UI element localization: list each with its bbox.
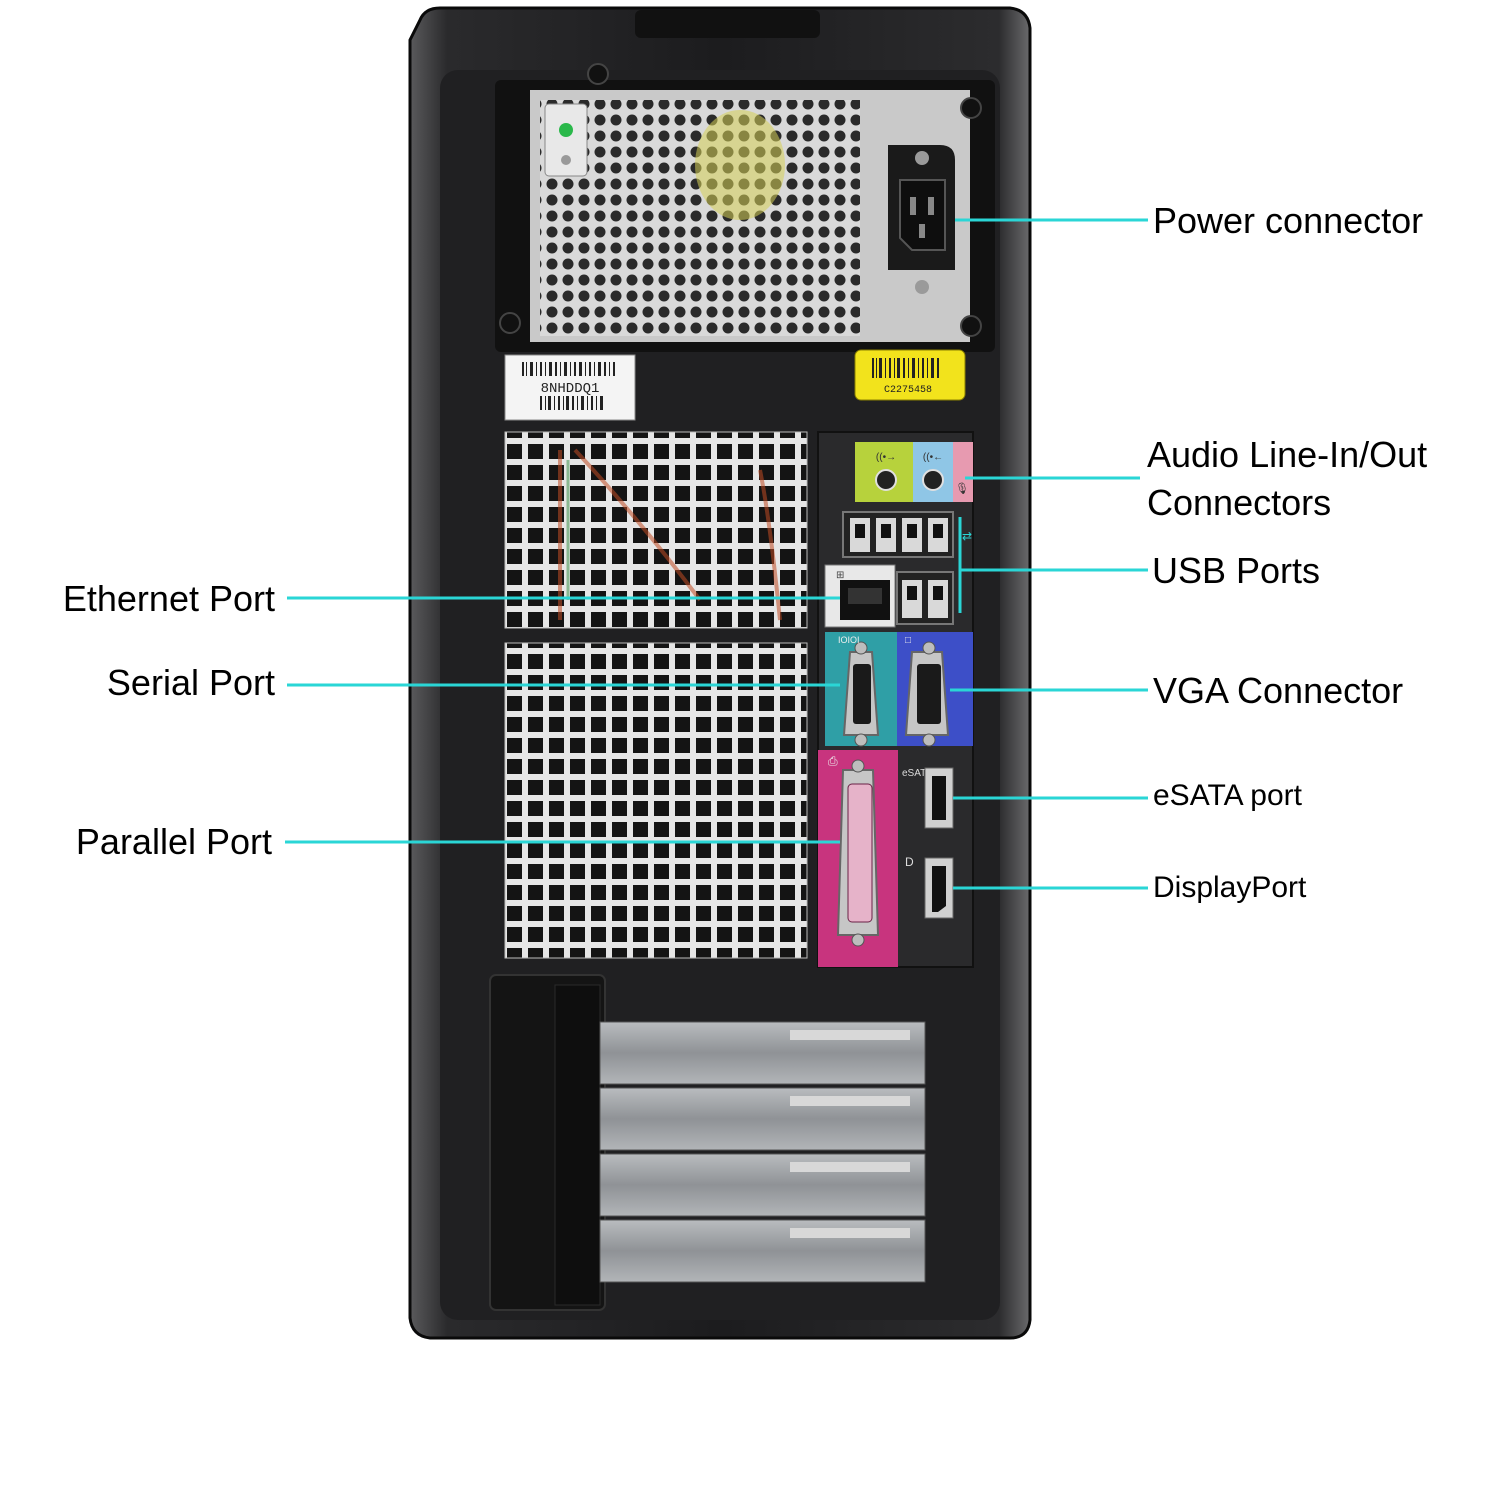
line-in-jack: [922, 469, 944, 491]
label-usb-ports: USB Ports: [1152, 550, 1321, 591]
line-in-icon: ((•←: [923, 452, 943, 463]
psu-screw-bottom: [915, 280, 929, 294]
expansion-slots: [489, 974, 926, 1311]
service-tag-sticker: 8NHDDQ1: [504, 354, 636, 421]
psu-screw-top: [915, 151, 929, 165]
line-out-icon: ((•→: [876, 452, 896, 463]
screw-icon: [499, 312, 521, 334]
screw-icon: [587, 63, 609, 85]
io-panel: ((•→ ((•← 🎙 ⇄ ⊞: [817, 431, 974, 968]
monitor-icon: □: [905, 635, 911, 646]
label-displayport: DisplayPort: [1153, 871, 1307, 904]
ventilation-grill: [504, 431, 808, 959]
printer-icon: ⎙: [828, 754, 838, 768]
label-esata-port: eSATA port: [1153, 779, 1302, 812]
asset-tag-sticker: C2275458: [854, 349, 966, 401]
line-out-jack: [875, 469, 897, 491]
slot-cover: [599, 1219, 926, 1283]
screw-icon: [960, 97, 982, 119]
barcode-icon: [872, 358, 939, 378]
top-handle: [635, 10, 820, 38]
psu-test-button: [561, 155, 571, 165]
esata-mark: eSATA: [902, 768, 933, 779]
serial-icon: IOIOI: [838, 635, 860, 645]
usb-ports: ⇄: [842, 511, 972, 625]
esata-connector: eSATA: [902, 767, 954, 829]
power-connector-socket: [899, 179, 946, 251]
microphone-icon: 🎙: [955, 482, 969, 495]
serial-connector: IOIOI: [825, 632, 897, 747]
power-supply: [495, 63, 995, 352]
label-parallel-port: Parallel Port: [75, 821, 272, 862]
label-vga-connector: VGA Connector: [1153, 670, 1404, 711]
parallel-connector: ⎙: [818, 750, 898, 967]
leader-usb: [958, 517, 1148, 613]
psu-fan-hub: [695, 110, 785, 220]
ethernet-jack: ⊞: [824, 564, 896, 628]
callout-leaders: [285, 218, 1148, 890]
network-icon: ⊞: [836, 570, 844, 581]
displayport-icon: D: [905, 855, 914, 869]
psu-test-switch: [544, 103, 588, 177]
service-tag-text: 8NHDDQ1: [541, 381, 600, 397]
usb-icon: ⇄: [962, 529, 972, 543]
screw-icon: [960, 315, 982, 337]
psu-status-led: [559, 123, 573, 137]
label-serial-port: Serial Port: [106, 662, 275, 703]
label-audio-line-2: Connectors: [1147, 482, 1332, 523]
audio-jacks: ((•→ ((•← 🎙: [855, 442, 973, 502]
label-ethernet-port: Ethernet Port: [62, 578, 275, 619]
label-audio-line-1: Audio Line-In/Out: [1147, 434, 1428, 475]
slot-cover: [599, 1087, 926, 1151]
barcode-icon: [522, 362, 615, 410]
displayport-connector: D: [905, 855, 954, 919]
label-power-connector: Power connector: [1153, 200, 1424, 241]
asset-tag-text: C2275458: [884, 385, 932, 396]
